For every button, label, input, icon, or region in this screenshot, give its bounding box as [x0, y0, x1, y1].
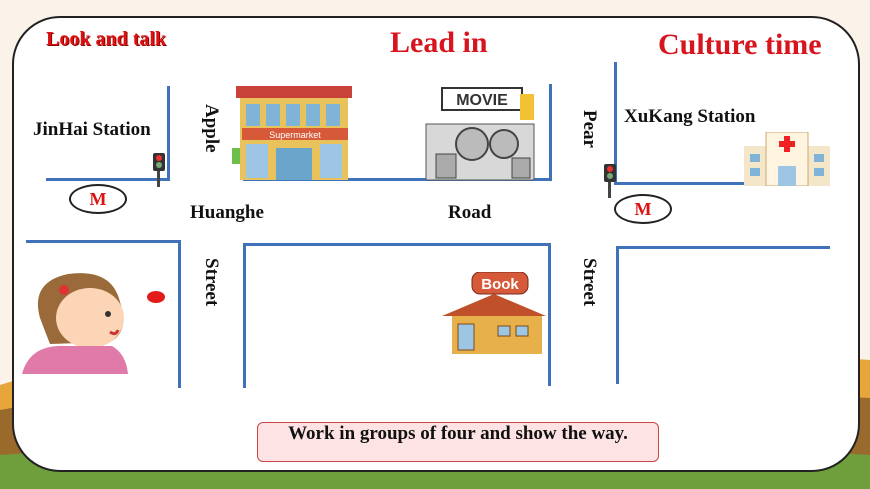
- bookstore-building: Book: [442, 272, 546, 354]
- apple-street-label: Apple: [201, 104, 222, 153]
- book-sign: Book: [481, 276, 519, 293]
- road-line: [46, 178, 170, 181]
- road-line: [243, 243, 246, 388]
- girl-character-image: [20, 262, 150, 374]
- culture-time-title[interactable]: Culture time: [658, 28, 822, 61]
- look-and-talk-title[interactable]: Look and talk: [46, 28, 167, 50]
- road-line: [549, 84, 552, 181]
- traffic-light-icon: [604, 164, 616, 198]
- road-line: [167, 86, 170, 181]
- road-line: [614, 62, 617, 184]
- street-label-left: Street: [201, 258, 222, 307]
- street-label-right: Street: [579, 258, 600, 307]
- road-line: [178, 240, 181, 388]
- traffic-light-icon: [153, 153, 165, 187]
- movie-sign: MOVIE: [456, 92, 508, 109]
- huanghe-label: Huanghe: [190, 202, 264, 223]
- supermarket-building: Supermarket: [232, 86, 352, 180]
- road-line: [243, 243, 551, 246]
- road-line: [616, 246, 830, 249]
- road-line: [243, 178, 551, 181]
- road-line: [548, 243, 551, 386]
- hospital-building: [744, 132, 830, 186]
- xukang-station-label: XuKang Station: [624, 106, 756, 127]
- supermarket-sign: Supermarket: [269, 130, 321, 140]
- metro-sign-left: M: [69, 184, 127, 214]
- road-label: Road: [448, 202, 492, 223]
- road-line: [26, 240, 180, 243]
- road-line: [614, 182, 744, 185]
- metro-sign-right: M: [614, 194, 672, 224]
- lead-in-title[interactable]: Lead in: [390, 26, 488, 59]
- pear-street-label: Pear: [579, 110, 600, 148]
- red-dot-marker: [147, 291, 165, 303]
- task-instruction-box[interactable]: Work in groups of four and show the way.: [257, 422, 659, 462]
- jinhai-station-label: JinHai Station: [33, 119, 151, 140]
- road-line: [616, 246, 619, 384]
- cinema-building: MOVIE: [425, 87, 535, 181]
